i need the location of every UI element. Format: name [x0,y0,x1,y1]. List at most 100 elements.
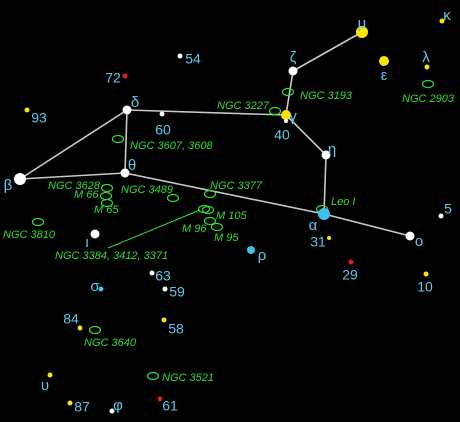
star-gamma[interactable] [281,110,291,120]
dso-label-ngc-3489: NGC 3489 [121,184,173,196]
dso-label-ngc-2903: NGC 2903 [402,93,455,105]
dso-label-ngc-3377: NGC 3377 [210,180,263,192]
star-s40[interactable] [284,119,288,123]
dso-label-m-66: M 66 [74,189,99,201]
dso-label-m-96: M 96 [182,223,207,235]
star-s10[interactable] [423,271,429,277]
constellation-line-alpha-omicron [323,213,411,237]
star-s31[interactable] [327,236,331,240]
dso-marker-ngc-3377[interactable] [203,189,217,199]
dso-marker-m-96[interactable] [203,216,217,226]
star-label-kappa: κ [443,7,451,24]
star-mu[interactable] [356,26,368,38]
constellation-line-delta-beta [19,109,128,180]
dso-marker-ngc-3628[interactable] [100,183,114,193]
dso-marker-ngc-3607-3608[interactable] [111,134,125,144]
star-label-rho: ρ [258,247,267,264]
star-zeta[interactable] [288,66,298,76]
constellation-line-delta-theta [124,109,128,174]
star-label-s5: 5 [444,201,452,217]
star-label-s10: 10 [417,279,433,295]
star-s29[interactable] [348,259,354,265]
star-s60[interactable] [159,111,165,117]
star-label-beta: β [4,177,13,194]
star-alpha[interactable] [318,208,330,220]
dso-marker-ngc-3227[interactable] [268,106,282,116]
star-label-s84: 84 [63,311,79,327]
star-rho[interactable] [247,246,255,254]
star-label-s59: 59 [169,284,185,300]
star-epsilon[interactable] [379,56,389,66]
star-s72[interactable] [122,73,128,79]
dso-label-m-95: M 95 [214,232,239,244]
dso-marker-m-66[interactable] [99,191,113,201]
constellation-lines [19,31,411,237]
dso-label-ngc-3193: NGC 3193 [300,90,353,102]
star-s5[interactable] [438,213,444,219]
constellation-line-mu-zeta [292,31,363,72]
dso-marker-m-65[interactable] [100,198,114,208]
star-label-upsilon: υ [41,377,49,394]
dso-label-ngc-3521: NGC 3521 [162,372,214,384]
constellation-line-zeta-gamma [285,70,294,116]
star-kappa[interactable] [439,18,445,24]
star-delta[interactable] [122,105,132,115]
dso-leader-line [107,209,201,249]
dso-marker-ngc-3521[interactable] [146,371,160,381]
star-lambda[interactable] [424,64,430,70]
star-label-s63: 63 [155,268,171,284]
dso-label-ngc-3227: NGC 3227 [217,100,270,112]
dso-marker-ngc-3810[interactable] [31,217,45,227]
star-sigma[interactable] [98,286,104,292]
star-label-s40: 40 [274,127,290,143]
star-label-eta: η [328,141,336,158]
star-omicron[interactable] [405,231,415,241]
star-upsilon[interactable] [47,372,53,378]
star-s84[interactable] [77,325,83,331]
star-label-phi: φ [113,397,123,414]
dso-marker-ngc-3640[interactable] [88,325,102,335]
star-s59[interactable] [162,286,168,292]
dso-marker-ngc-3193[interactable] [281,87,295,97]
constellation-line-theta-beta [19,172,126,180]
star-iota[interactable] [90,229,100,239]
star-s87[interactable] [67,400,73,406]
star-label-s58: 58 [168,321,184,337]
star-s61[interactable] [157,396,163,402]
star-s63[interactable] [149,270,155,276]
star-label-alpha: α [309,217,318,234]
star-label-delta: δ [131,94,139,111]
dso-label-ngc-3607-3608: NGC 3607, 3608 [130,140,213,152]
star-s54[interactable] [177,53,183,59]
star-label-s29: 29 [342,267,358,283]
star-label-s60: 60 [155,122,171,138]
star-eta[interactable] [321,150,331,160]
star-s93[interactable] [24,107,30,113]
star-label-epsilon: ε [381,67,388,84]
dso-marker-m-95[interactable] [210,222,224,232]
dso-marker-ngc-2903[interactable] [421,79,435,89]
star-phi[interactable] [109,408,115,414]
star-label-s72: 72 [105,70,121,86]
constellation-line-eta-alpha [323,154,327,215]
star-beta[interactable] [14,173,26,185]
star-label-zeta: ζ [290,49,297,66]
star-s58[interactable] [161,317,167,323]
star-label-s93: 93 [31,110,47,126]
dso-marker-ngc-3384-3412-3371[interactable] [201,205,215,215]
star-label-s61: 61 [162,398,178,414]
star-label-sigma: σ [90,278,100,295]
star-label-theta: θ [128,157,136,174]
constellation-line-gamma-eta [285,114,327,156]
star-theta[interactable] [120,168,130,178]
star-label-omicron: ο [415,233,423,250]
star-label-s87: 87 [74,399,90,415]
dso-marker-ngc-3489[interactable] [166,193,180,203]
constellation-line-gamma-delta [126,109,287,116]
star-label-lambda: λ [422,49,430,66]
star-label-s31: 31 [310,234,326,250]
dso-label-ngc-3810: NGC 3810 [3,229,56,241]
